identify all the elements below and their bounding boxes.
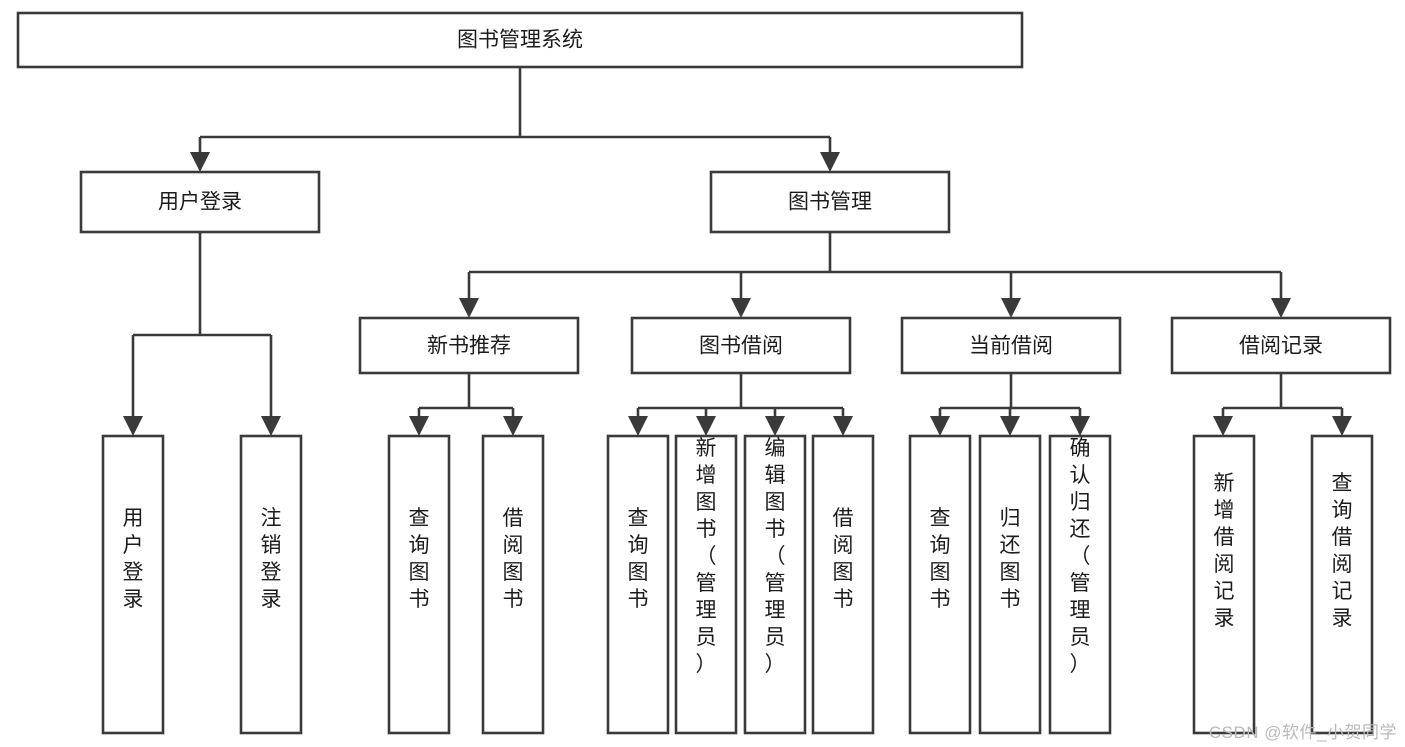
arrowhead-bb-leaf-3 <box>765 416 785 436</box>
node-root-label: 图书管理系统 <box>457 29 583 52</box>
node-book-manage-label: 图书管理 <box>788 191 872 214</box>
leaf-logout-box[interactable] <box>239 434 303 735</box>
arrowhead-nbr-leaf-2 <box>503 416 523 436</box>
arrowhead-leaf-user-login <box>123 416 143 436</box>
leaf-node[interactable]: 编辑图书（管理员） <box>743 434 807 735</box>
arrowhead-br-leaf-1 <box>1213 416 1233 436</box>
leaf-logout-label: 注销登录 <box>261 507 282 611</box>
node-user-login-box[interactable] <box>79 170 321 234</box>
node-current-borrow-box[interactable] <box>900 316 1122 375</box>
leaf-bb-edit-book-box[interactable] <box>743 434 807 735</box>
leaf-nbr-borrow-book-label: 借阅图书 <box>503 507 524 611</box>
leaf-node[interactable]: 用户登录 <box>101 434 165 735</box>
node-borrow-record-label: 借阅记录 <box>1239 335 1323 358</box>
node-borrow-record-box[interactable] <box>1170 316 1392 375</box>
leaf-cb-confirm-return-label: 确认归还（管理员） <box>1070 437 1091 676</box>
leaf-node[interactable]: 注销登录 <box>239 434 303 735</box>
leaf-nbr-borrow-book-box[interactable] <box>481 434 545 735</box>
leaf-node[interactable]: 确认归还（管理员） <box>1048 434 1112 735</box>
arrowhead-leaf-logout <box>261 416 281 436</box>
node-book-manage[interactable]: 图书管理 <box>709 170 951 234</box>
leaf-bb-edit-book-label: 编辑图书（管理员） <box>765 437 786 676</box>
leaf-bb-borrow-book-box[interactable] <box>811 434 875 735</box>
node-root[interactable]: 图书管理系统 <box>16 11 1024 69</box>
leaf-node[interactable]: 归还图书 <box>978 434 1042 735</box>
leaf-node[interactable]: 新增图书（管理员） <box>674 434 738 735</box>
arrowhead-cb-leaf-3 <box>1070 416 1090 436</box>
arrowhead-current-borrow <box>1001 298 1021 318</box>
leaf-user-login-box[interactable] <box>101 434 165 735</box>
leaf-cb-return-book-box[interactable] <box>978 434 1042 735</box>
node-book-manage-box[interactable] <box>709 170 951 234</box>
node-book-borrow-box[interactable] <box>630 316 852 375</box>
leaf-br-add-record-box[interactable] <box>1192 434 1256 735</box>
arrowhead-book-manage <box>820 152 840 172</box>
leaf-node[interactable]: 查询图书 <box>606 434 670 735</box>
arrowhead-br-leaf-2 <box>1332 416 1352 436</box>
arrowhead-cb-leaf-1 <box>930 416 950 436</box>
arrowhead-borrow-record <box>1271 298 1291 318</box>
node-current-borrow[interactable]: 当前借阅 <box>900 316 1122 375</box>
leaf-cb-query-book-box[interactable] <box>908 434 972 735</box>
node-book-borrow-label: 图书借阅 <box>699 335 783 358</box>
arrowhead-book-borrow <box>731 298 751 318</box>
arrowhead-user-login <box>190 152 210 172</box>
leaf-bb-add-book-label: 新增图书（管理员） <box>696 437 717 676</box>
leaf-node[interactable]: 新增借阅记录 <box>1192 434 1256 735</box>
leaf-br-query-record-box[interactable] <box>1310 434 1374 735</box>
leaf-cb-query-book-label: 查询图书 <box>930 507 951 611</box>
arrowhead-bb-leaf-2 <box>696 416 716 436</box>
node-user-login[interactable]: 用户登录 <box>79 170 321 234</box>
node-book-borrow[interactable]: 图书借阅 <box>630 316 852 375</box>
leaf-bb-query-book-box[interactable] <box>606 434 670 735</box>
leaf-cb-confirm-return-box[interactable] <box>1048 434 1112 735</box>
leaf-br-query-record-label: 查询借阅记录 <box>1332 472 1353 630</box>
leaf-node[interactable]: 查询借阅记录 <box>1310 434 1374 735</box>
node-user-login-label: 用户登录 <box>158 191 242 214</box>
leaf-bb-add-book-box[interactable] <box>674 434 738 735</box>
node-borrow-record[interactable]: 借阅记录 <box>1170 316 1392 375</box>
node-current-borrow-label: 当前借阅 <box>969 335 1053 358</box>
csdn-watermark: CSDN @软件_小贺同学 <box>1208 723 1397 742</box>
arrowhead-cb-leaf-2 <box>1000 416 1020 436</box>
leaf-bb-borrow-book-label: 借阅图书 <box>833 507 854 611</box>
arrowhead-bb-leaf-1 <box>628 416 648 436</box>
arrowhead-new-book-recommend <box>459 298 479 318</box>
leaf-cb-return-book-label: 归还图书 <box>1000 507 1021 611</box>
leaf-br-add-record-label: 新增借阅记录 <box>1214 472 1235 630</box>
leaf-nbr-query-book-label: 查询图书 <box>409 507 430 611</box>
leaf-bb-query-book-label: 查询图书 <box>628 507 649 611</box>
arrowhead-nbr-leaf-1 <box>409 416 429 436</box>
node-root-box[interactable] <box>16 11 1024 69</box>
leaf-user-login-label: 用户登录 <box>123 507 144 611</box>
leaf-node[interactable]: 借阅图书 <box>811 434 875 735</box>
node-new-book-recommend-box[interactable] <box>358 316 580 375</box>
leaf-node[interactable]: 查询图书 <box>387 434 451 735</box>
leaf-node[interactable]: 借阅图书 <box>481 434 545 735</box>
node-new-book-recommend[interactable]: 新书推荐 <box>358 316 580 375</box>
node-new-book-recommend-label: 新书推荐 <box>427 335 511 358</box>
connector-layer <box>123 67 1352 436</box>
arrowhead-bb-leaf-4 <box>833 416 853 436</box>
leaf-node[interactable]: 查询图书 <box>908 434 972 735</box>
leaf-nbr-query-book-box[interactable] <box>387 434 451 735</box>
